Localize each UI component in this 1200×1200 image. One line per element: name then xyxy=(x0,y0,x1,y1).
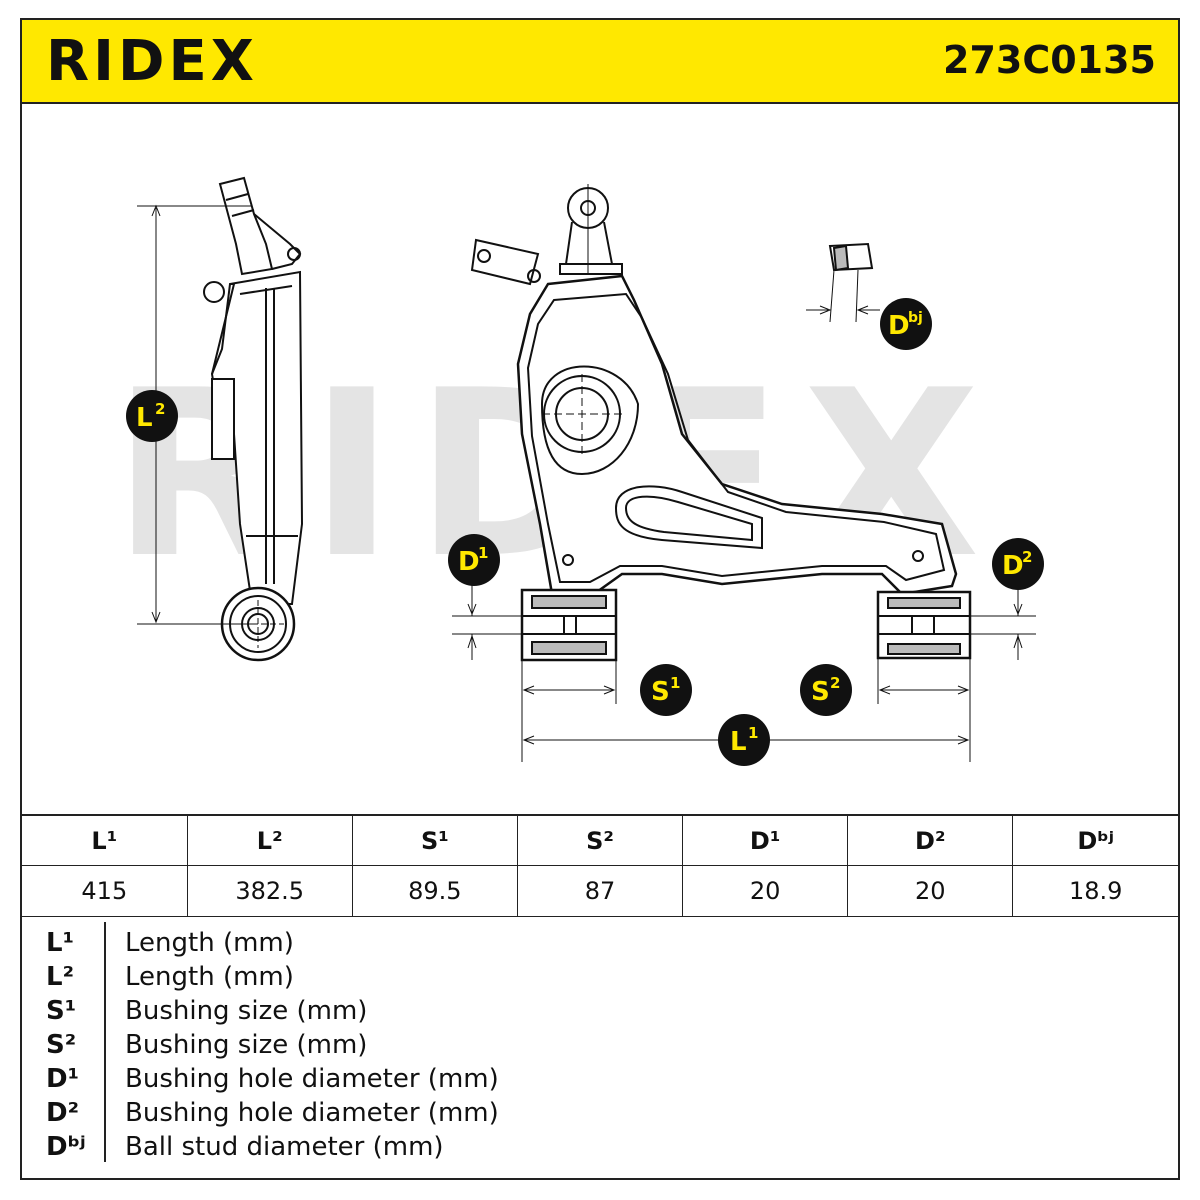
spec-value-l2: 382.5 xyxy=(186,865,353,917)
svg-text:D: D xyxy=(888,311,910,341)
spec-value-d1: 20 xyxy=(682,865,849,917)
top-view xyxy=(452,184,1036,762)
spec-header-l2: L² xyxy=(186,814,353,866)
spec-value-row: 415 382.5 89.5 87 20 20 18.9 xyxy=(22,865,1178,917)
legend-key: D² xyxy=(46,1098,79,1128)
svg-text:D: D xyxy=(458,547,480,577)
badge-d1: D 1 xyxy=(448,534,500,586)
legend-key: D¹ xyxy=(46,1064,79,1094)
spec-header-s2: S² xyxy=(516,814,684,866)
legend-item: S¹ Bushing size (mm) xyxy=(22,996,1178,1030)
spec-header-d2: D² xyxy=(847,814,1014,866)
datasheet-frame: RIDEX 273C0135 RIDEX xyxy=(20,18,1180,1180)
spec-header-d1: D¹ xyxy=(682,814,849,866)
legend-item: D² Bushing hole diameter (mm) xyxy=(22,1098,1178,1132)
spec-header-dbj: Dᵇʲ xyxy=(1012,814,1178,866)
spec-value-d2: 20 xyxy=(847,865,1014,917)
legend-key: L² xyxy=(46,962,74,992)
legend-desc: Length (mm) xyxy=(125,962,294,992)
svg-text:1: 1 xyxy=(478,544,488,562)
spec-header-s1: S¹ xyxy=(351,814,518,866)
legend-desc: Bushing size (mm) xyxy=(125,1030,368,1060)
legend-item: Dᵇʲ Ball stud diameter (mm) xyxy=(22,1132,1178,1166)
legend-key: Dᵇʲ xyxy=(46,1132,86,1162)
brand-logo: RIDEX xyxy=(46,29,258,94)
legend-divider xyxy=(104,922,106,1162)
badge-l1: L 1 xyxy=(718,714,770,766)
legend-item: L² Length (mm) xyxy=(22,962,1178,996)
svg-text:S: S xyxy=(811,677,830,707)
spec-table: L¹ L² S¹ S² D¹ D² Dᵇʲ 415 382.5 89.5 87 … xyxy=(22,814,1178,917)
svg-text:1: 1 xyxy=(670,674,680,692)
legend-item: D¹ Bushing hole diameter (mm) xyxy=(22,1064,1178,1098)
legend-item: L¹ Length (mm) xyxy=(22,928,1178,962)
badge-dbj: D bj xyxy=(880,298,932,350)
spec-header-row: L¹ L² S¹ S² D¹ D² Dᵇʲ xyxy=(22,814,1178,866)
badge-s2: S 2 xyxy=(800,664,852,716)
legend-key: S¹ xyxy=(46,996,77,1026)
side-view xyxy=(137,176,304,662)
legend-desc: Bushing hole diameter (mm) xyxy=(125,1098,499,1128)
spec-value-l1: 415 xyxy=(22,865,188,917)
svg-text:1: 1 xyxy=(748,724,758,742)
legend-desc: Length (mm) xyxy=(125,928,294,958)
legend-desc: Ball stud diameter (mm) xyxy=(125,1132,444,1162)
badge-d2: D 2 xyxy=(992,538,1044,590)
svg-text:2: 2 xyxy=(155,400,165,418)
legend-desc: Bushing size (mm) xyxy=(125,996,368,1026)
header-bar: RIDEX 273C0135 xyxy=(22,20,1178,104)
svg-text:bj: bj xyxy=(908,310,923,326)
svg-text:S: S xyxy=(651,677,670,707)
badge-s1: S 1 xyxy=(640,664,692,716)
svg-text:2: 2 xyxy=(830,674,840,692)
spec-value-dbj: 18.9 xyxy=(1012,865,1178,917)
badge-l2: L 2 xyxy=(126,390,178,442)
legend-item: S² Bushing size (mm) xyxy=(22,1030,1178,1064)
legend-desc: Bushing hole diameter (mm) xyxy=(125,1064,499,1094)
svg-text:D: D xyxy=(1002,551,1024,581)
spec-header-l1: L¹ xyxy=(22,814,188,866)
svg-text:2: 2 xyxy=(1022,548,1032,566)
legend-key: S² xyxy=(46,1030,77,1060)
technical-drawing: RIDEX xyxy=(112,176,1044,766)
legend: L¹ Length (mm) L² Length (mm) S¹ Bushing… xyxy=(22,912,1178,1180)
spec-value-s2: 87 xyxy=(516,865,684,917)
svg-text:L: L xyxy=(136,403,153,433)
spec-value-s1: 89.5 xyxy=(351,865,518,917)
legend-key: L¹ xyxy=(46,928,74,958)
svg-text:L: L xyxy=(730,727,747,757)
part-number: 273C0135 xyxy=(943,38,1156,82)
brand-logo-text: RIDEX xyxy=(46,29,258,94)
